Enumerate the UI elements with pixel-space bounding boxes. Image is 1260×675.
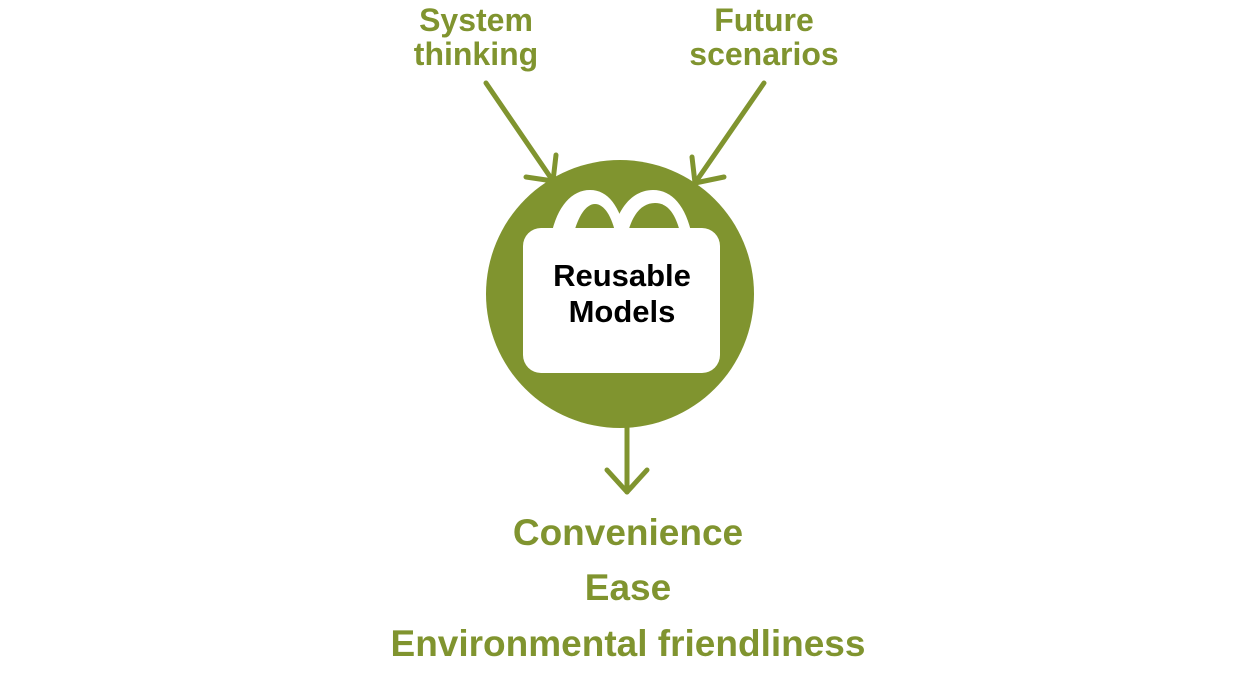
arrow-future-scenarios: [689, 80, 767, 186]
input-label-system-thinking: System thinking: [346, 2, 606, 72]
input-label-line: scenarios: [689, 35, 839, 72]
input-label-future-scenarios: Future scenarios: [634, 2, 894, 72]
central-label-line: Reusable: [553, 258, 691, 293]
arrow-system-thinking: [483, 80, 559, 184]
central-node-label: Reusable Models: [524, 258, 720, 329]
arrow-output: [604, 425, 650, 495]
outcome-convenience: Convenience: [512, 512, 744, 553]
input-label-line: Future: [714, 2, 814, 38]
outcome-environmental-friendliness: Environmental friendliness: [390, 623, 866, 664]
outcome-ease: Ease: [584, 567, 672, 608]
input-label-line: thinking: [413, 35, 539, 72]
input-label-line: System: [419, 2, 533, 38]
bag-icon: [523, 190, 720, 373]
central-label-line: Models: [568, 293, 676, 329]
